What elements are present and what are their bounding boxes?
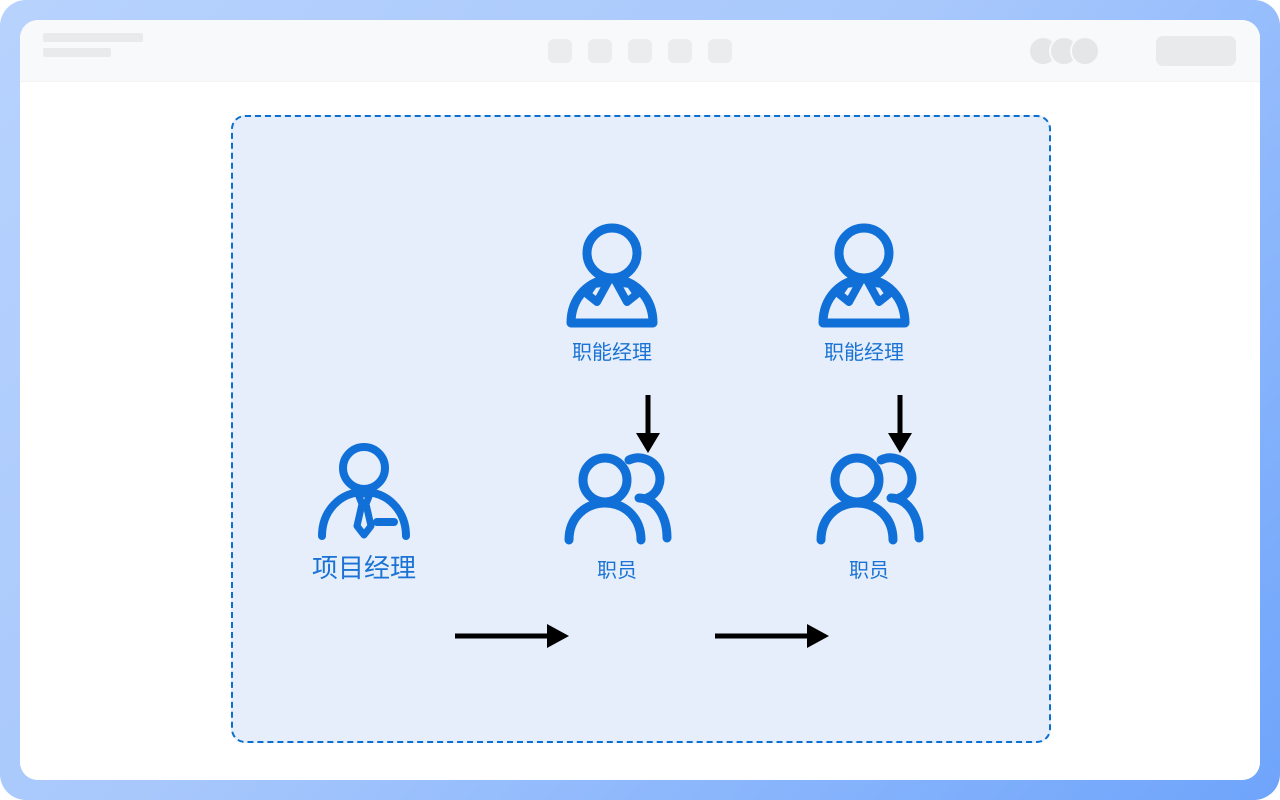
node-staff-2[interactable]: 职员 <box>811 452 927 583</box>
team-people-icon <box>811 452 927 553</box>
node-label: 职能经理 <box>824 342 904 364</box>
arrow-right-project-manager-to-staff-1 <box>455 622 571 655</box>
node-label: 职能经理 <box>572 342 652 364</box>
node-label: 职员 <box>597 560 637 582</box>
toolbar-tool-group[interactable] <box>548 38 732 63</box>
manager-person-icon <box>816 222 912 335</box>
diagram-panel: 职能经理 职能经理 <box>231 115 1051 743</box>
node-functional-manager-1[interactable]: 职能经理 <box>564 222 660 365</box>
toolbar-tool-5[interactable] <box>708 38 732 63</box>
arrow-right-staff-1-to-staff-2 <box>715 622 831 655</box>
placeholder-bar-short <box>43 48 111 57</box>
node-label: 职员 <box>849 560 889 582</box>
avatar-3[interactable] <box>1070 35 1100 66</box>
toolbar <box>20 20 1260 82</box>
project-manager-tie-icon <box>314 442 414 547</box>
toolbar-tool-2[interactable] <box>588 38 612 63</box>
toolbar-action-button[interactable] <box>1156 35 1236 66</box>
manager-person-icon <box>564 222 660 335</box>
node-staff-1[interactable]: 职员 <box>559 452 675 583</box>
avatar-group[interactable] <box>1028 35 1100 66</box>
diagram-canvas: 职能经理 职能经理 <box>20 82 1260 780</box>
placeholder-bar-long <box>43 33 143 42</box>
toolbar-tool-4[interactable] <box>668 38 692 63</box>
toolbar-tool-1[interactable] <box>548 38 572 63</box>
arrow-down-functional-manager-2-to-staff-2 <box>886 395 914 460</box>
team-people-icon <box>559 452 675 553</box>
toolbar-tool-3[interactable] <box>628 38 652 63</box>
toolbar-right-group <box>1028 35 1236 66</box>
node-label: 项目经理 <box>312 553 417 583</box>
arrow-down-functional-manager-1-to-staff-1 <box>634 395 662 460</box>
app-window: 职能经理 职能经理 <box>20 20 1260 780</box>
toolbar-left-group <box>43 33 143 57</box>
node-functional-manager-2[interactable]: 职能经理 <box>816 222 912 365</box>
node-project-manager[interactable]: 项目经理 <box>312 442 416 584</box>
